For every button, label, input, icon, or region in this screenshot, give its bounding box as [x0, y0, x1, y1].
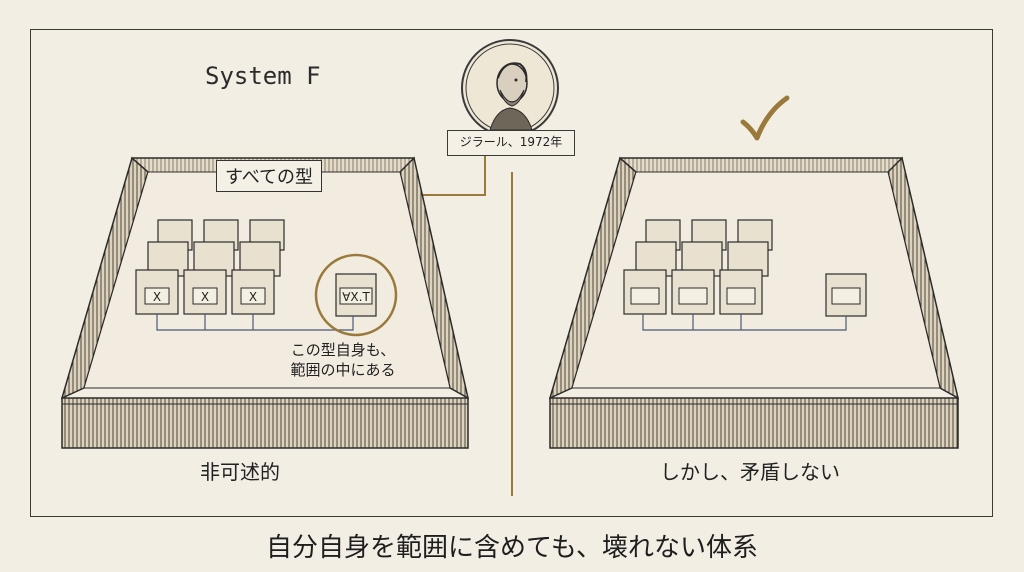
self-reference-note: この型自身も、 範囲の中にある — [268, 340, 418, 380]
highlight-ring — [314, 253, 398, 337]
cube-tag-2: X — [201, 290, 209, 304]
note-line-2: 範囲の中にある — [290, 361, 396, 379]
portrait-label: ジラール、1972年 — [447, 130, 575, 156]
note-line-1: この型自身も、 — [290, 341, 396, 359]
outer-frame — [30, 29, 993, 517]
cube-tag-3: X — [249, 290, 257, 304]
cube-tag-1: X — [153, 290, 161, 304]
cube-tag-forall: ∀X.T — [342, 290, 370, 304]
right-panel-caption: しかし、矛盾しない — [660, 460, 840, 484]
system-title: System F — [205, 62, 321, 90]
panel-divider — [511, 172, 513, 496]
footer-caption: 自分自身を範囲に含めても、壊れない体系 — [266, 533, 758, 563]
check-icon — [740, 95, 790, 141]
box-label: すべての型 — [216, 160, 323, 192]
portrait-medallion-icon — [461, 39, 559, 137]
left-panel-caption: 非可述的 — [200, 460, 280, 484]
